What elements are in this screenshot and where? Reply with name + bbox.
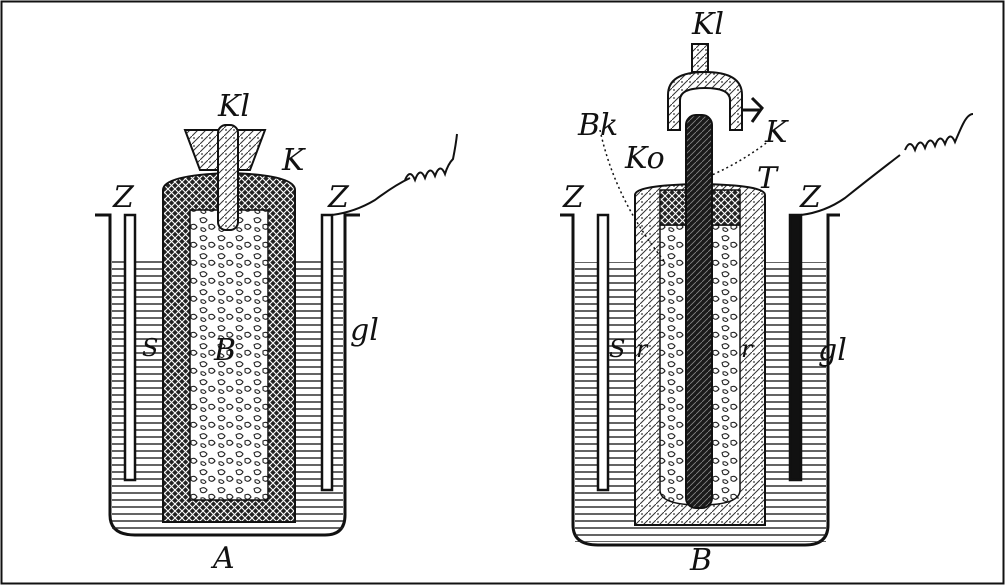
filling-a <box>189 209 269 501</box>
wire-coil-b <box>904 113 974 153</box>
label-b-filling-a: B <box>213 333 236 368</box>
leader-bk <box>599 129 666 263</box>
label-kl-a: Kl <box>217 89 250 124</box>
leader-k-b <box>711 139 771 176</box>
zinc-left-b <box>596 213 610 492</box>
label-r-right: r <box>741 335 754 363</box>
wire-coil-a <box>404 133 458 183</box>
label-r-left: r <box>636 335 649 363</box>
zinc-right-b <box>788 213 803 482</box>
clamp-b <box>667 70 743 131</box>
label-gl-a: gl <box>350 313 379 348</box>
wire-b <box>800 154 901 216</box>
label-s-a: S <box>142 334 158 362</box>
thumb-screw-b <box>742 96 764 123</box>
glass-vessel-a <box>95 213 360 537</box>
label-ko: Ko <box>624 141 665 176</box>
clamp-screw-b <box>691 43 709 73</box>
cell-a: Kl K Z Z S B gl A <box>95 89 458 576</box>
caption-a: A <box>210 541 235 576</box>
zinc-right-a <box>320 213 334 492</box>
label-k-a: K <box>281 143 306 178</box>
cell-b: Kl Bk K Ko T Z Z S r r gl B <box>560 7 974 578</box>
terminal-rod-a <box>217 124 239 231</box>
label-z-left-a: Z <box>112 180 135 215</box>
carbon-rod-b <box>685 114 713 509</box>
label-gl-b: gl <box>818 333 847 368</box>
label-bk: Bk <box>577 108 618 143</box>
label-t: T <box>757 161 779 196</box>
label-z-right-b: Z <box>799 180 822 215</box>
label-kl-b: Kl <box>691 7 724 42</box>
zinc-left-a <box>123 213 137 482</box>
label-z-right-a: Z <box>327 180 350 215</box>
glass-vessel-b <box>560 213 840 547</box>
caption-b: B <box>689 543 712 578</box>
label-k-b: K <box>764 115 789 150</box>
wire-a <box>331 177 411 216</box>
label-z-left-b: Z <box>562 180 585 215</box>
label-s-b: S <box>609 335 625 363</box>
